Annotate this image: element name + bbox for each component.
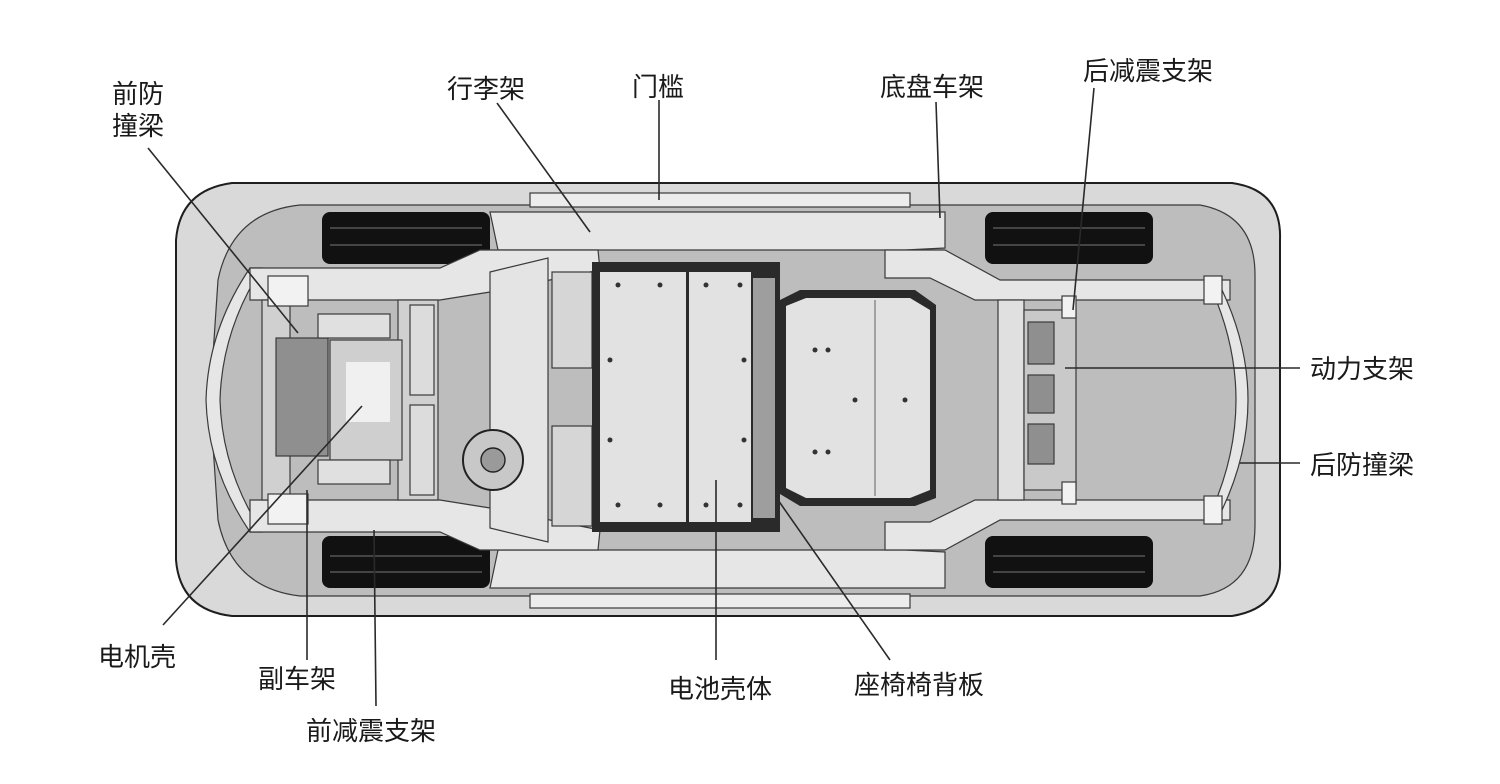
steering-hub — [480, 447, 506, 473]
front-floor — [462, 257, 593, 543]
rear-rail-top — [884, 249, 1231, 301]
tire-treads — [330, 227, 1145, 573]
battery-housing-plate-right — [689, 272, 751, 522]
battery-housing-ribs — [753, 278, 775, 518]
label-front-bumper-beam-2: 撞梁 — [112, 112, 164, 142]
tire-rear-right — [985, 536, 1153, 588]
label-power-bracket: 动力支架 — [1310, 355, 1414, 385]
motor-housing-body — [275, 337, 329, 457]
label-luggage-rack: 行李架 — [447, 75, 525, 105]
front-shock-bracket-right — [409, 404, 435, 496]
label-rear-bumper-beam: 后防撞梁 — [1310, 451, 1414, 481]
pedal-box-top — [551, 271, 593, 369]
door-sill-bottom-strip — [529, 593, 911, 609]
power-bracket-slot-2 — [1027, 374, 1055, 414]
motor-housing-cover — [346, 362, 390, 422]
rear-shock-bracket-top — [1061, 295, 1077, 319]
power-bracket-slot-3 — [1027, 423, 1055, 465]
tire-rear-left — [985, 212, 1153, 264]
label-battery-housing: 电池壳体 — [668, 675, 772, 705]
label-chassis-frame: 底盘车架 — [880, 73, 984, 103]
seat-back-panel — [780, 290, 936, 506]
front-subframe — [249, 249, 601, 551]
rear-bumper-mount-top — [1203, 275, 1223, 305]
front-bracket-top — [317, 313, 391, 339]
leader-chassis-frame — [935, 101, 941, 219]
rear-bumper-mount-bottom — [1203, 495, 1223, 525]
label-door-sill: 门槛 — [632, 73, 684, 103]
front-shock-bracket-left — [409, 304, 435, 396]
power-bracket-slot-1 — [1027, 321, 1055, 365]
battery-bolts — [607, 282, 747, 508]
leader-front-shock-bracket — [373, 529, 377, 707]
tire-front-right — [322, 536, 490, 588]
leader-luggage-rack — [496, 102, 591, 233]
leader-lines — [147, 87, 1300, 707]
label-front-bumper-beam-1: 前防 — [112, 80, 164, 110]
battery-housing-plate-left — [600, 272, 686, 522]
leader-motor-housing — [162, 405, 363, 626]
rear-chassis-frame — [884, 249, 1249, 551]
tires — [322, 212, 1153, 588]
firewall-panel — [489, 257, 549, 543]
front-mount-top — [267, 275, 309, 307]
door-sill-top — [489, 211, 946, 251]
front-bracket-bottom — [317, 459, 391, 485]
seat-bolts — [812, 347, 908, 455]
rear-cross-member — [997, 299, 1025, 501]
labels: 前防 撞梁 行李架 门槛 底盘车架 后减震支架 动力支架 后防撞梁 电机壳 副车… — [98, 57, 1414, 747]
leader-front-bumper-beam — [147, 147, 299, 334]
seat-back-panel-plate — [786, 298, 930, 498]
door-sill-top-strip — [529, 192, 911, 208]
rear-shock-bracket-bottom — [1061, 481, 1077, 505]
leader-rear-shock-bracket — [1072, 87, 1095, 311]
label-rear-shock-bracket: 后减震支架 — [1083, 57, 1213, 87]
label-subframe: 副车架 — [258, 665, 336, 695]
label-seat-back-panel: 座椅椅背板 — [854, 671, 984, 701]
battery-housing — [592, 262, 780, 532]
rear-rail-bottom — [884, 499, 1231, 551]
tire-front-left — [322, 212, 490, 264]
front-mount-bottom — [267, 493, 309, 525]
label-front-shock-bracket: 前减震支架 — [306, 717, 436, 747]
pedal-box-bottom — [551, 425, 593, 527]
door-sill-bottom — [489, 549, 946, 589]
leader-seat-back-panel — [777, 499, 891, 661]
label-motor-housing: 电机壳 — [98, 643, 176, 673]
